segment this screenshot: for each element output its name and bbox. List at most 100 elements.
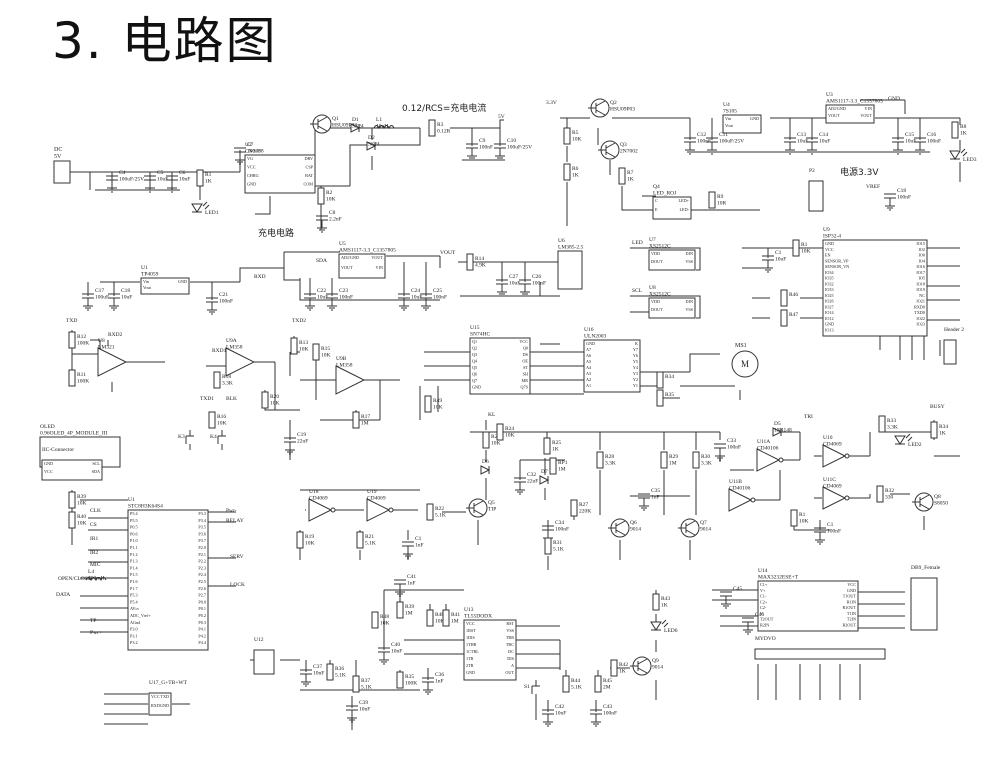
net-label: TRI <box>804 414 813 420</box>
pin-label: 1TR <box>466 656 474 661</box>
component-label: 10K <box>77 521 87 527</box>
component-label: 2M <box>603 685 611 691</box>
component-label: C40 <box>391 642 400 648</box>
pin-label: DC <box>508 649 514 654</box>
component-label: U14 <box>758 568 768 574</box>
component-label: R36 <box>335 666 344 672</box>
pin-label: 1THR <box>466 642 477 647</box>
pin-label: GND <box>466 670 475 675</box>
component-d6: D6 <box>480 459 491 475</box>
pin-label: P2.0 <box>198 545 206 550</box>
pin-label: IO14 <box>825 310 835 315</box>
component-label: R17 <box>361 414 370 420</box>
pin-label: SENSOR_VN <box>825 264 849 269</box>
component-label: R35 <box>405 674 414 680</box>
component-label: 100uF <box>95 295 109 301</box>
pin-label: A3 <box>586 371 591 376</box>
pin-label: Y1 <box>633 383 638 388</box>
component-label: R42 <box>619 662 628 668</box>
net-label: SERV <box>230 554 244 560</box>
component-label: R5 <box>572 130 579 136</box>
pin-label: T1OUT <box>843 594 857 599</box>
component-label: 0.12R <box>437 129 451 135</box>
pin-label: P1.7 <box>130 586 138 591</box>
component-label: R6 <box>572 166 579 172</box>
component-label: C24 <box>411 288 420 294</box>
component-label: R1 <box>205 172 212 178</box>
component-label: 10R <box>717 201 727 207</box>
net-label: LOCK <box>230 582 245 588</box>
component-label: 5.1K <box>435 513 446 519</box>
pin-label: OUT <box>505 670 514 675</box>
pin-label: VSS <box>685 307 693 312</box>
component-label: R15 <box>321 346 330 352</box>
pin-label: VOUT <box>828 113 840 118</box>
component-label: R41 <box>451 612 460 618</box>
component-label: C19 <box>297 432 306 438</box>
component-layer: DC5VC4100uF/25VC510uFC610nFR11KLED1C7100… <box>39 92 977 727</box>
component-label: HSU09P03 <box>610 107 635 113</box>
pin-label: P2.7 <box>198 593 206 598</box>
pin-label: VCC <box>466 621 475 626</box>
pin-label: P1.2 <box>130 552 138 557</box>
component-label: C12 <box>697 132 706 138</box>
pin-label: VSS <box>685 259 693 264</box>
component-label: R49 <box>433 398 442 404</box>
component-label: Q1 <box>332 116 339 122</box>
pin-label: VCC <box>519 339 528 344</box>
component-label: R16 <box>217 414 226 420</box>
component-label: M <box>741 359 749 369</box>
net-label: RXD1 <box>212 348 227 354</box>
component-k3: K3 <box>178 430 194 450</box>
pin-label: Vout <box>143 285 152 290</box>
component-r35: R35 <box>656 389 674 407</box>
component-label: 5V <box>54 154 62 160</box>
component-label: STC8H3K64S4 <box>128 504 163 510</box>
component-label: 5.1K <box>571 685 582 691</box>
component-label: LM385-2.5 <box>558 245 583 251</box>
component-label: C4 <box>119 170 126 176</box>
component-label: SN74HC <box>470 332 491 338</box>
pin-label: DIN <box>686 299 693 304</box>
component-label: 4.9K <box>475 263 486 269</box>
component-label: R39 <box>77 494 86 500</box>
pin-label: P2.4 <box>198 572 206 577</box>
component-label: 100nF <box>479 145 493 151</box>
pin-label: Y5 <box>633 359 638 364</box>
component-label: C23 <box>339 288 348 294</box>
component-label: TL55DODX <box>464 614 492 620</box>
pin-label: P3.3 <box>198 511 206 516</box>
net-label: CLK <box>90 508 101 514</box>
net-label: IR1 <box>90 536 99 542</box>
pin-label: TRR <box>506 635 514 640</box>
component-label: U8 <box>649 285 656 291</box>
component-d7: D7 <box>539 469 550 485</box>
component-label: 100nF <box>927 139 941 145</box>
component-label: 10K <box>321 353 331 359</box>
component-label: MAX3232ESE+T <box>758 575 799 581</box>
component-label: CD40106 <box>757 446 779 452</box>
component-label: R38 <box>380 614 389 620</box>
pin-label: IO17 <box>916 270 925 275</box>
pin-label: P4.1 <box>198 627 206 632</box>
pin-label: R1IN <box>847 599 856 604</box>
pin-label: GND <box>44 461 53 466</box>
pin-label: VCC <box>44 469 53 474</box>
pin-label: T2IN <box>847 617 856 622</box>
